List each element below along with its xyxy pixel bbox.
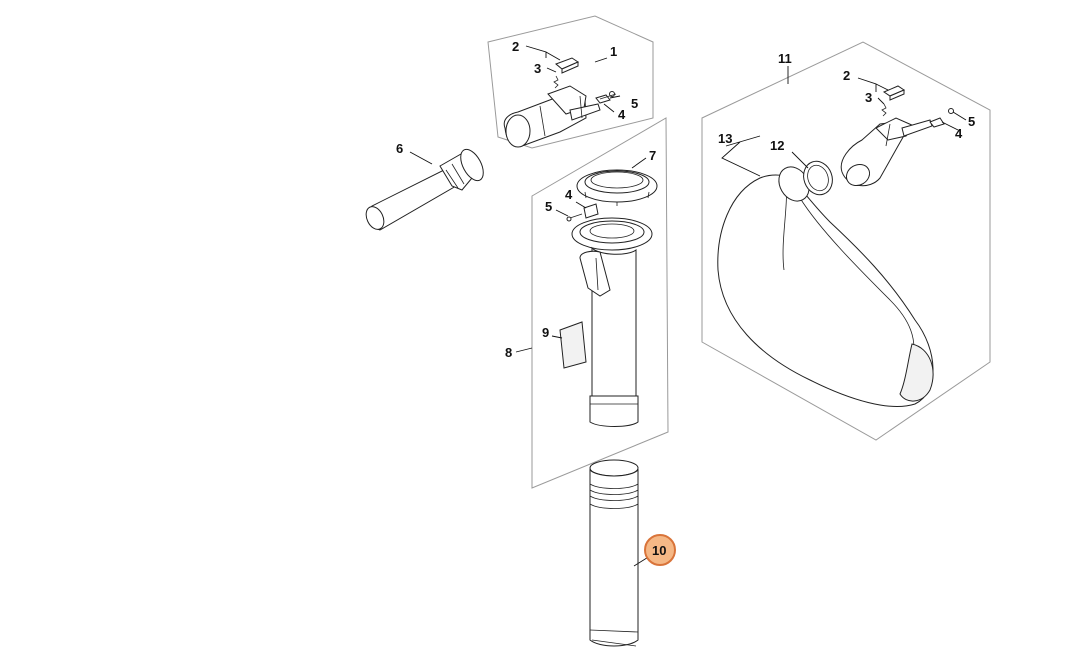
callout-labels: 1 2 3 5 4 6 7 4 5 9 8 10 11 2 3 5 4 12 1… (396, 39, 975, 558)
part-9-label[interactable] (559, 321, 587, 369)
assembly-box-8 (531, 117, 669, 489)
part-2-clip-c[interactable] (882, 85, 906, 101)
callout-3-box11[interactable]: 3 (865, 90, 872, 105)
assembly-box-1 (487, 15, 654, 149)
part-12-clamp[interactable] (799, 157, 837, 199)
callout-8[interactable]: 8 (505, 345, 512, 360)
callout-9[interactable]: 9 (542, 325, 549, 340)
callout-10[interactable]: 10 (652, 543, 666, 558)
callout-7[interactable]: 7 (649, 148, 656, 163)
callout-4-box1[interactable]: 4 (618, 107, 626, 122)
callout-5-box11[interactable]: 5 (968, 114, 975, 129)
part-7-ring[interactable] (576, 169, 658, 206)
callout-5-box1[interactable]: 5 (631, 96, 638, 111)
part-1-nozzle[interactable] (503, 85, 601, 148)
part-8-intake-tube[interactable] (571, 217, 653, 427)
callout-6[interactable]: 6 (396, 141, 403, 156)
callout-4-box11[interactable]: 4 (955, 126, 963, 141)
callout-4-box8[interactable]: 4 (565, 187, 573, 202)
part-4-5-fasteners-b[interactable] (566, 203, 599, 222)
part-6-tube[interactable] (363, 146, 488, 232)
callout-11[interactable]: 11 (778, 51, 792, 66)
callout-2-box1[interactable]: 2 (512, 39, 519, 54)
part-4-5-fasteners-a[interactable] (595, 91, 617, 104)
part-13-bag[interactable] (717, 161, 934, 407)
part-10-lower-tube[interactable] (589, 459, 639, 647)
callout-5-box8[interactable]: 5 (545, 199, 552, 214)
part-11-bag-adapter[interactable] (840, 117, 933, 190)
leader-lines (409, 45, 967, 567)
callout-12[interactable]: 12 (770, 138, 784, 153)
callout-3-box1[interactable]: 3 (534, 61, 541, 76)
callout-10-highlight[interactable] (644, 534, 676, 566)
callout-2-box11[interactable]: 2 (843, 68, 850, 83)
part-3-spring-a[interactable] (553, 75, 559, 89)
part-3-spring-c[interactable] (881, 103, 887, 117)
assembly-box-11 (701, 41, 991, 441)
part-4-5-fasteners-c[interactable] (929, 108, 954, 128)
part-2-clip-a[interactable] (555, 57, 580, 74)
callout-1[interactable]: 1 (610, 44, 617, 59)
callout-13[interactable]: 13 (718, 131, 732, 146)
